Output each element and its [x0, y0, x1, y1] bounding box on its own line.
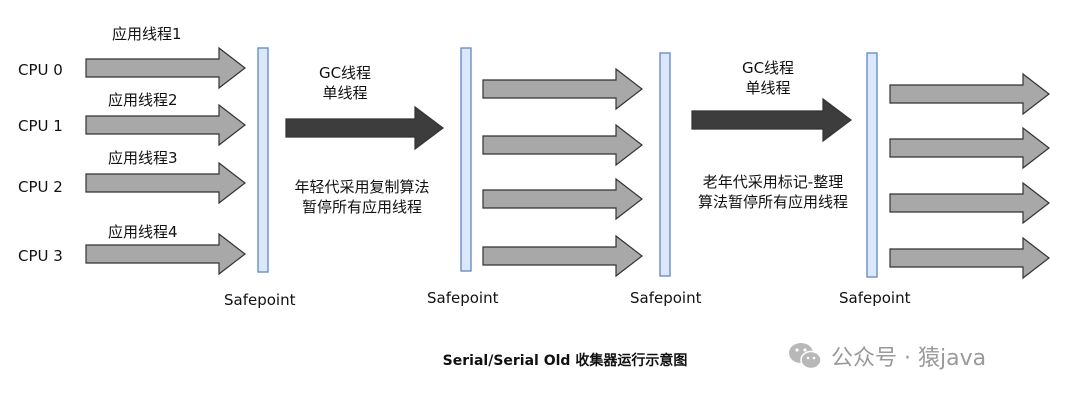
watermark-text: 公众号 · 猿java: [831, 346, 987, 371]
app-thread-label-3: 应用线程3: [108, 149, 178, 167]
resumed-thread-arrow-4: [482, 234, 643, 278]
gc-thread-arrow-2: [691, 97, 852, 143]
gc-phase-1-header: GC线程 单线程: [319, 63, 371, 103]
cpu-label-0: CPU 0: [18, 61, 63, 79]
diagram-caption: Serial/Serial Old 收集器运行示意图: [442, 353, 688, 369]
gc-phase-2-description-line-2: 算法暂停所有应用线程: [697, 193, 849, 211]
resumed-thread-arrow-3: [482, 177, 643, 221]
safepoint-bar-2: [460, 47, 472, 272]
gc-phase-2-description-line-1: 老年代采用标记-整理: [702, 173, 844, 191]
final-thread-arrow-4: [889, 236, 1050, 280]
gc-phase-1-description: 年轻代采用复制算法 暂停所有应用线程: [294, 177, 429, 217]
gc-phase-2-header: GC线程 单线程: [742, 58, 794, 98]
safepoint-label-2: Safepoint: [427, 289, 499, 307]
app-thread-arrow-4: [85, 232, 246, 276]
gc-phase-1-header-line-2: 单线程: [322, 84, 368, 102]
app-thread-arrow-3: [85, 161, 246, 205]
resumed-thread-arrow-1: [482, 67, 643, 111]
final-thread-arrow-3: [889, 181, 1050, 225]
gc-phase-1-description-line-2: 暂停所有应用线程: [301, 198, 423, 216]
final-thread-arrow-1: [889, 72, 1050, 116]
gc-phase-2-description: 老年代采用标记-整理 算法暂停所有应用线程: [698, 172, 848, 212]
cpu-label-2: CPU 2: [18, 178, 63, 196]
app-thread-label-1: 应用线程1: [112, 25, 182, 43]
resumed-thread-arrow-2: [482, 123, 643, 167]
safepoint-label-1: Safepoint: [224, 291, 296, 309]
watermark: 公众号 · 猿java: [787, 340, 986, 372]
safepoint-label-3: Safepoint: [630, 289, 702, 307]
wechat-icon: [789, 343, 822, 370]
safepoint-bar-4: [866, 52, 878, 278]
gc-phase-1-description-line-1: 年轻代采用复制算法: [294, 178, 430, 196]
cpu-label-3: CPU 3: [18, 247, 63, 265]
app-thread-arrow-2: [85, 103, 246, 147]
app-thread-label-2: 应用线程2: [108, 91, 178, 109]
gc-thread-arrow-1: [285, 105, 444, 151]
safepoint-bar-3: [659, 52, 671, 277]
gc-phase-2-header-line-1: GC线程: [741, 59, 795, 77]
final-thread-arrow-2: [889, 126, 1050, 170]
gc-phase-1-header-line-1: GC线程: [318, 64, 372, 82]
app-thread-label-4: 应用线程4: [108, 223, 178, 241]
safepoint-bar-1: [257, 47, 269, 273]
cpu-label-1: CPU 1: [18, 117, 63, 135]
gc-phase-2-header-line-2: 单线程: [745, 79, 791, 97]
app-thread-arrow-1: [85, 46, 246, 90]
safepoint-label-4: Safepoint: [839, 289, 911, 307]
